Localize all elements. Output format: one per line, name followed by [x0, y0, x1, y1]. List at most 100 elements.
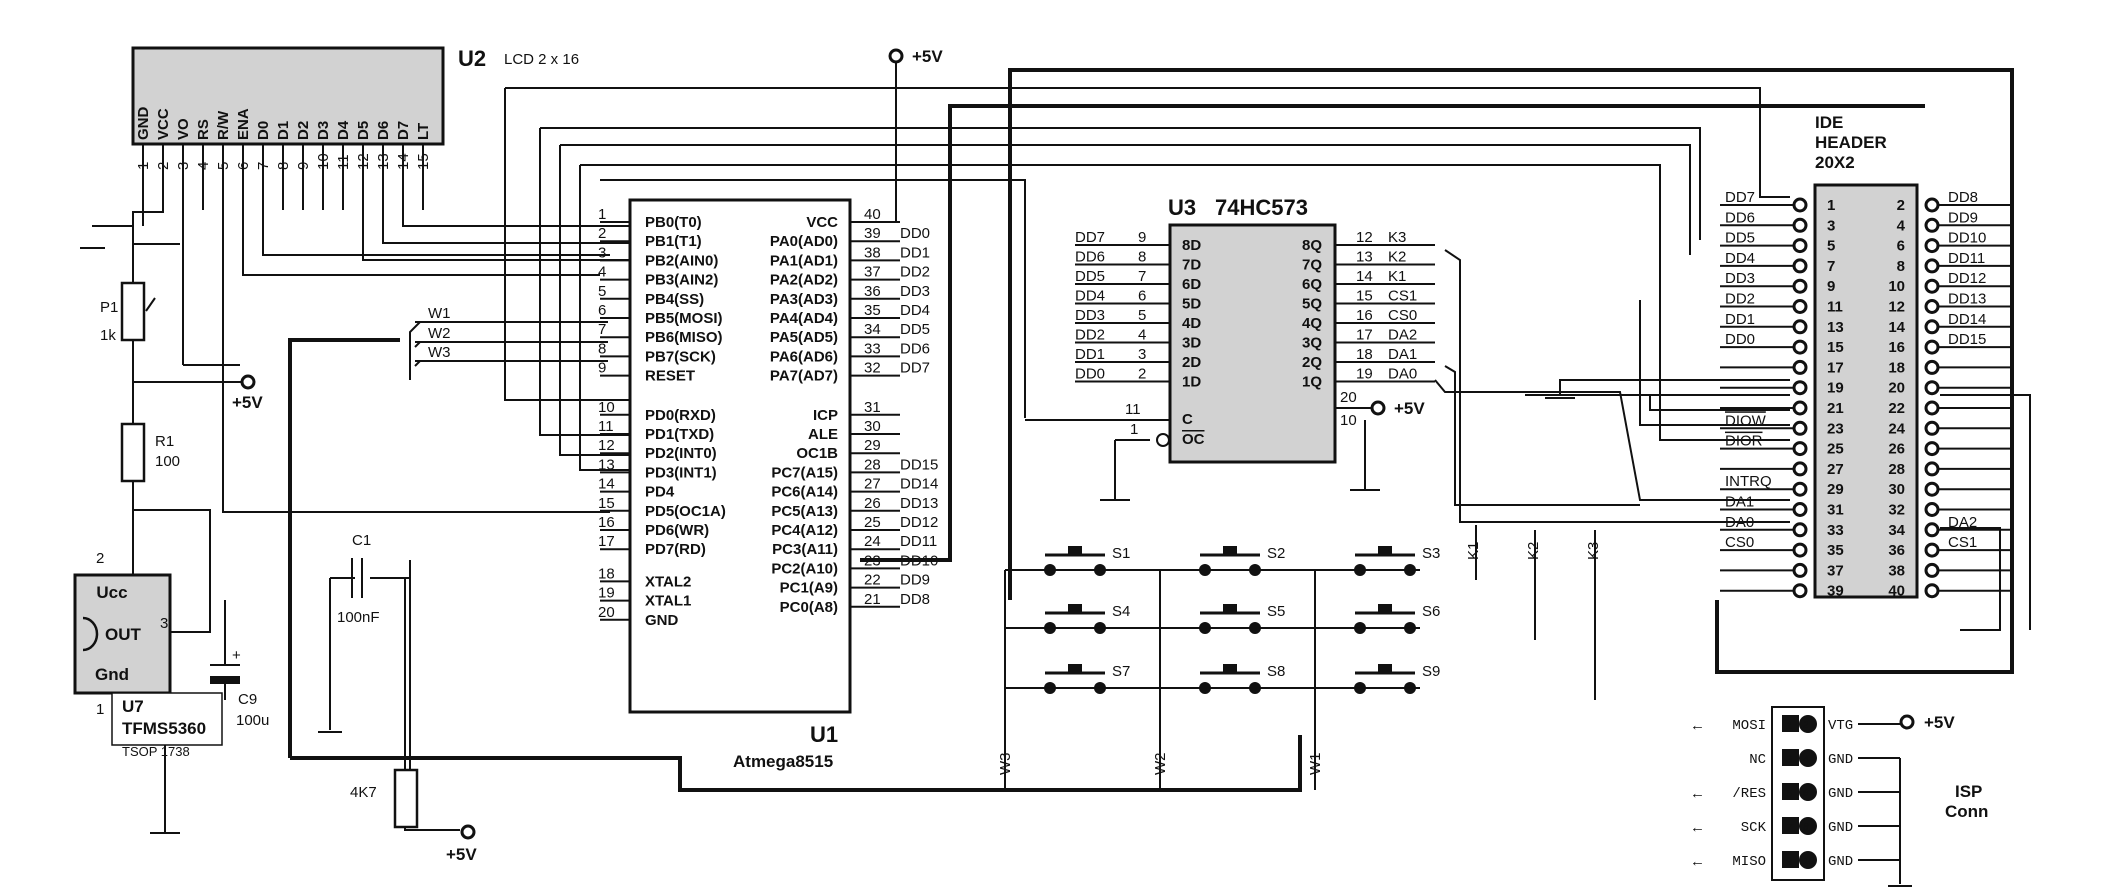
- mcu-right-pin-number: 32: [864, 360, 881, 377]
- w-net-labels: W1 W2 W3: [409, 305, 608, 380]
- switch-contact: [1404, 622, 1416, 634]
- mcu-left-pin-name: PD7(RD): [645, 541, 706, 558]
- ide-right-pin: [1924, 420, 1940, 436]
- latch-in-name: 7D: [1182, 257, 1201, 274]
- lcd-pin-name: D5: [355, 121, 372, 140]
- lcd-pin-name: D4: [335, 120, 352, 140]
- vcc-label-latch: +5V: [1394, 399, 1425, 418]
- switch-label: S7: [1112, 663, 1130, 680]
- ide-left-number: 7: [1827, 258, 1835, 275]
- mcu-right-pin-name: VCC: [806, 214, 838, 231]
- mcu-left-pin-number: 5: [598, 283, 606, 300]
- ir-part: TFMS5360: [122, 719, 206, 738]
- k-net-labels: K1 K2 K3: [1465, 542, 1602, 560]
- ide-right-number: 22: [1888, 400, 1905, 417]
- ide-left-number: 3: [1827, 217, 1835, 234]
- ide-left-number: 31: [1827, 502, 1844, 519]
- ide-left-number: 13: [1827, 319, 1844, 336]
- ide-left-net: DIOR: [1725, 433, 1763, 450]
- switch-contact: [1249, 682, 1261, 694]
- lcd-pin-name: D7: [395, 121, 412, 140]
- latch-body: [1168, 223, 1337, 464]
- switch-contact: [1199, 564, 1211, 576]
- latch-in-net: DD3: [1075, 307, 1105, 324]
- vcc-terminal-isp: [1899, 714, 1915, 730]
- vcc-terminal-mcu: [888, 48, 904, 64]
- mcu-right-pin-name: PA3(AD3): [770, 291, 838, 308]
- ide-right-number: 14: [1888, 319, 1905, 336]
- mcu-left-pin-number: 18: [598, 565, 615, 582]
- ide-left-number: 17: [1827, 359, 1844, 376]
- ide-right-pin: [1924, 583, 1940, 599]
- mcu-left-pin-number: 17: [598, 533, 615, 550]
- isp-pin-number: 10: [1803, 856, 1815, 867]
- mcu-right-pin-name: PC7(A15): [771, 464, 838, 481]
- ide-left-net: INTRQ: [1725, 473, 1772, 490]
- mcu-left-pin-name: PD2(INT0): [645, 445, 717, 462]
- ide-left-number: 1: [1827, 197, 1835, 214]
- switch-contact: [1044, 622, 1056, 634]
- ide-left-number: 5: [1827, 238, 1835, 255]
- ide-right-pin: [1924, 502, 1940, 517]
- mcu-left-pin-name: RESET: [645, 368, 695, 385]
- ide-right-net: DD12: [1948, 270, 1986, 287]
- latch-c-name: C: [1182, 411, 1193, 428]
- mcu-left-pin-number: 20: [598, 604, 615, 621]
- lcd-pin-name: D2: [295, 121, 312, 140]
- lcd-pin-name: VCC: [155, 108, 172, 140]
- ide-left-pin: [1792, 481, 1808, 497]
- mcu-left-pin-name: PB7(SCK): [645, 348, 716, 365]
- ide-left-number: 27: [1827, 461, 1844, 478]
- mcu-right-pin-number: 38: [864, 244, 881, 261]
- ide-left-pin: [1792, 238, 1808, 254]
- ide-left-pin: [1792, 359, 1808, 375]
- ide-right-net: DD14: [1948, 311, 1986, 328]
- vcc-terminal-lcd: [240, 374, 256, 390]
- vcc-terminal-reset: [460, 824, 476, 840]
- isp-left-label: NC: [1749, 752, 1766, 768]
- vcc-label-mcu: +5V: [912, 47, 943, 66]
- mcu-right-pin-name: PA7(AD7): [770, 368, 838, 385]
- isp-pin-even: [1799, 715, 1817, 733]
- mcu-right-pin-name: OC1B: [796, 445, 838, 462]
- ide-left-number: 39: [1827, 583, 1844, 600]
- latch-in-name: 1D: [1182, 374, 1201, 391]
- mcu-right-pin-number: 28: [864, 456, 881, 473]
- mcu-right-pin-name: PA6(AD6): [770, 348, 838, 365]
- mcu-left-pin-name: PD4: [645, 484, 675, 501]
- latch-in-name: 4D: [1182, 315, 1201, 332]
- isp-pin-number: 9: [1786, 856, 1792, 868]
- ide-left-pin: [1792, 542, 1808, 558]
- r2-val: 4K7: [350, 784, 377, 801]
- c1-val: 100nF: [337, 609, 380, 626]
- latch-out-net: K1: [1388, 268, 1406, 285]
- mcu-right-net: DD2: [900, 264, 930, 281]
- latch-in-number: 2: [1138, 366, 1146, 383]
- wiring: [80, 56, 2031, 834]
- ide-right-number: 8: [1897, 258, 1905, 275]
- latch-out-net: DA1: [1388, 346, 1417, 363]
- ide-right-number: 2: [1897, 197, 1905, 214]
- ide-left-pin: [1792, 461, 1808, 477]
- isp-pin-number: 8: [1803, 822, 1809, 833]
- ir-ref: U7: [122, 697, 144, 716]
- isp-title-1: ISP: [1955, 782, 1982, 801]
- lcd-pin-name: D3: [315, 121, 332, 140]
- latch-out-name: 3Q: [1302, 335, 1322, 352]
- switch-label: S9: [1422, 663, 1440, 680]
- ide-left-pin: [1792, 420, 1808, 436]
- w-label-w1: W1: [428, 305, 451, 322]
- switch-contact: [1354, 564, 1366, 576]
- w-label-w3: W3: [428, 344, 451, 361]
- mcu-left-pin-number: 6: [598, 302, 606, 319]
- ide-left-net: DD6: [1725, 209, 1755, 226]
- switch-button: [1223, 664, 1237, 673]
- ir-package: TSOP 1738: [122, 744, 190, 759]
- mcu-left-pin-number: 14: [598, 476, 615, 493]
- mcu-right-pin-number: 35: [864, 302, 881, 319]
- mcu-right-pin-name: PC3(A11): [772, 541, 838, 558]
- switch-button: [1378, 546, 1392, 555]
- ir-pinnum-gnd: 1: [96, 701, 104, 718]
- isp-pin-odd: [1782, 749, 1799, 766]
- capacitor-c1: C1 100nF: [337, 532, 380, 626]
